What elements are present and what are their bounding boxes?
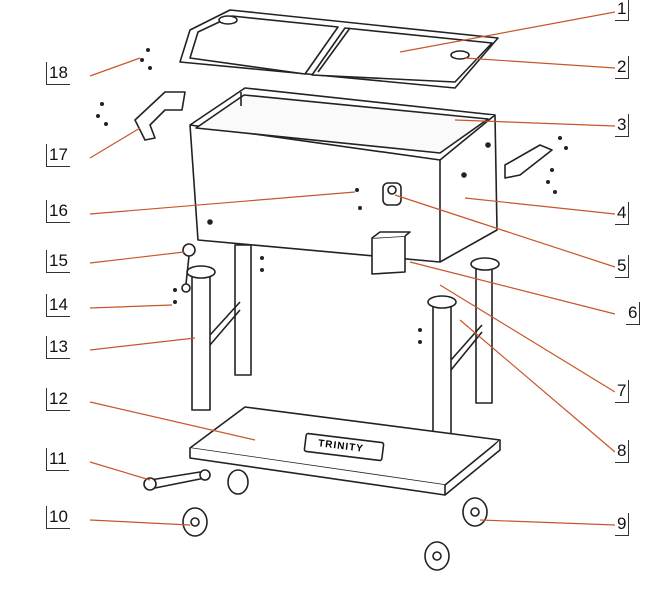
drain-plug xyxy=(181,243,196,293)
callout-15: 15 xyxy=(46,250,70,273)
legs xyxy=(186,244,500,441)
callout-18: 18 xyxy=(46,62,70,85)
bottle-opener xyxy=(382,182,402,206)
cap-catcher xyxy=(371,231,411,275)
callout-6: 6 xyxy=(626,302,641,325)
leader-lines xyxy=(89,11,616,526)
callout-2: 2 xyxy=(615,56,630,79)
cooler-body xyxy=(189,87,498,263)
left-handle xyxy=(134,91,186,141)
lid xyxy=(179,9,499,89)
bottom-tray xyxy=(189,406,501,496)
callout-14: 14 xyxy=(46,294,70,317)
callout-7: 7 xyxy=(615,380,630,403)
callout-16: 16 xyxy=(46,200,70,223)
callout-9: 9 xyxy=(615,513,630,536)
callout-10: 10 xyxy=(46,506,70,529)
screws xyxy=(96,48,568,344)
callout-11: 11 xyxy=(46,448,69,471)
callout-12: 12 xyxy=(46,388,70,411)
callout-3: 3 xyxy=(615,114,630,137)
callout-17: 17 xyxy=(46,144,70,167)
wrench xyxy=(143,469,211,491)
callout-4: 4 xyxy=(615,202,630,225)
callout-5: 5 xyxy=(615,255,630,278)
casters xyxy=(182,469,488,571)
callout-8: 8 xyxy=(615,440,630,463)
callout-1: 1 xyxy=(615,0,630,21)
callout-13: 13 xyxy=(46,336,70,359)
right-handle xyxy=(504,144,553,179)
